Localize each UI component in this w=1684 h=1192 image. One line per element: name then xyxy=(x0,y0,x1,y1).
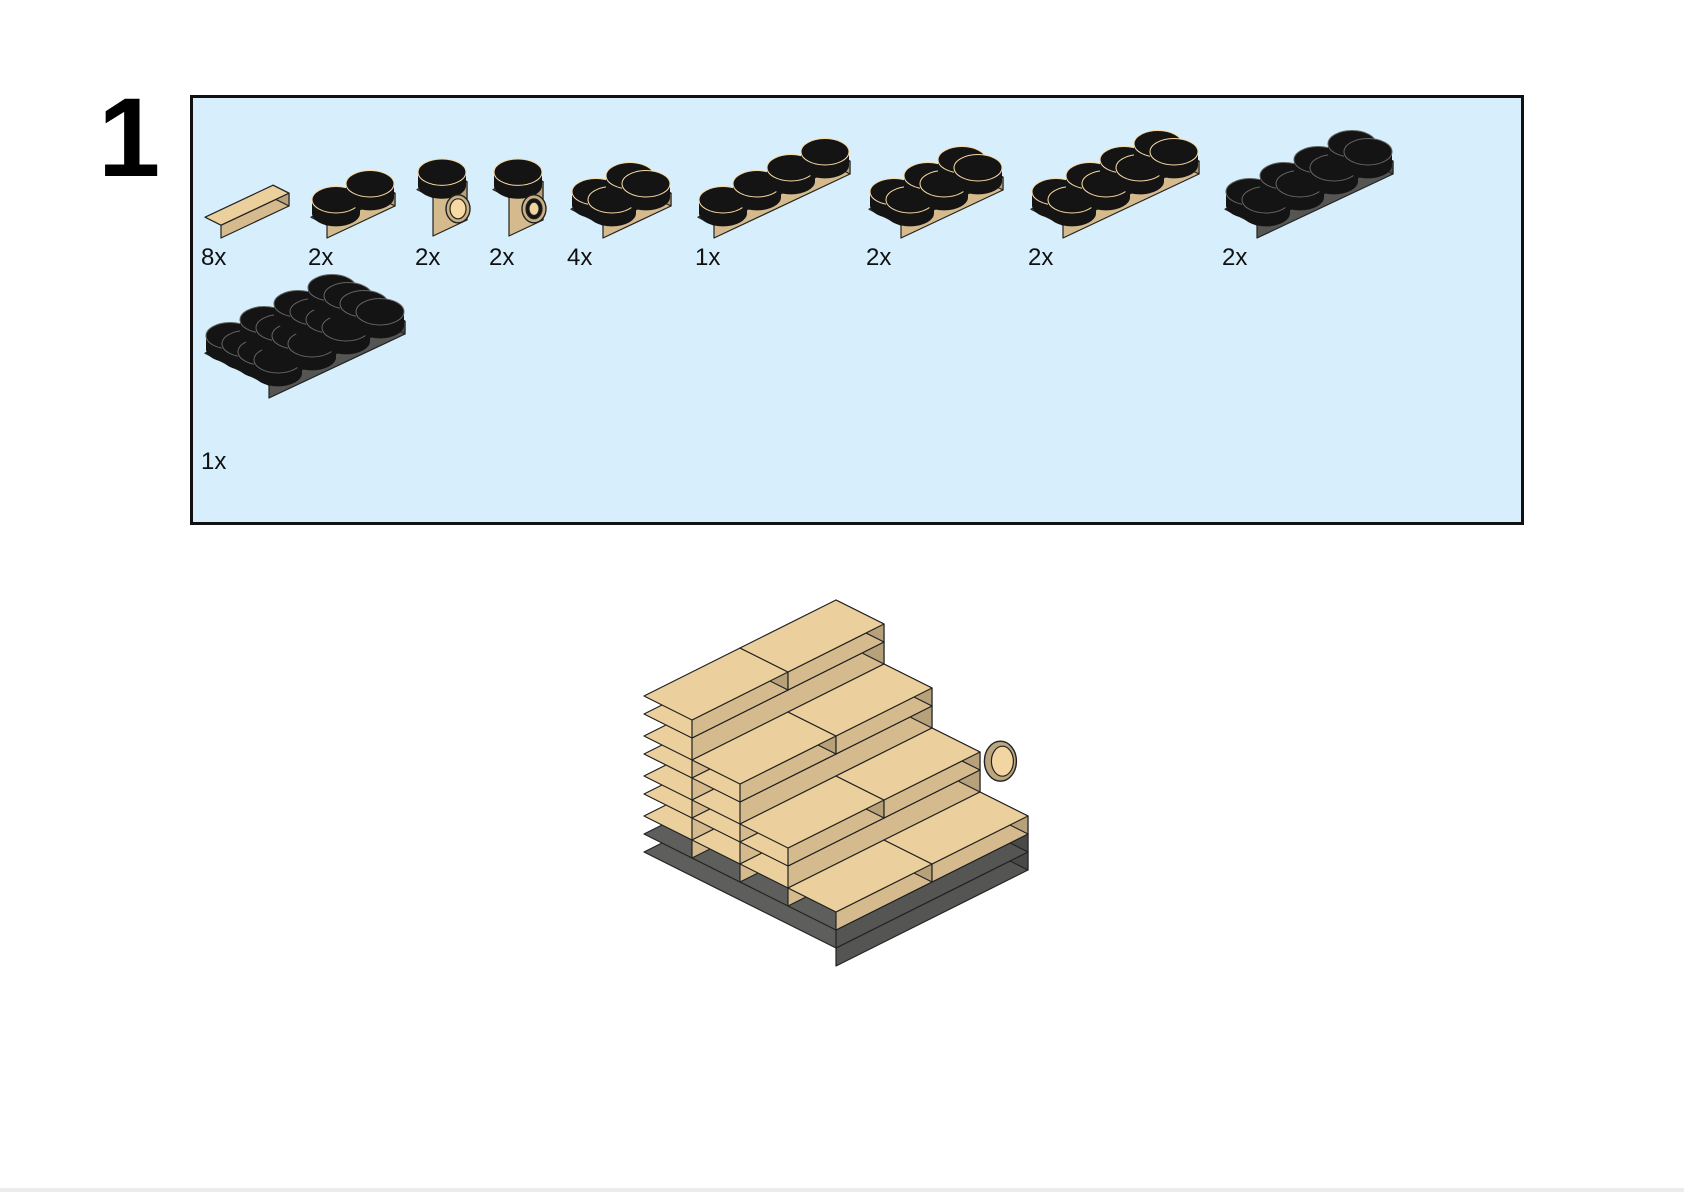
part-quantity-label: 2x xyxy=(489,246,514,270)
part-tan-2x4-plate-icon xyxy=(1031,131,1199,238)
part-tan-1x2-tile-icon xyxy=(205,185,289,238)
part-quantity-label: 2x xyxy=(415,246,440,270)
part-quantity-label: 2x xyxy=(1222,246,1247,270)
part-quantity-label: 2x xyxy=(866,246,891,270)
part-tan-1x2-plate-icon xyxy=(311,171,395,238)
part-quantity-label: 8x xyxy=(201,246,226,270)
part-tan-2x3-plate-icon xyxy=(869,147,1003,238)
step-number: 1 xyxy=(98,82,160,194)
part-dark-gray-4x4-plate-icon xyxy=(205,275,405,398)
assembly-view xyxy=(0,560,1684,1080)
staircase-assembly-icon xyxy=(644,600,1028,966)
part-quantity-label: 2x xyxy=(308,246,333,270)
part-quantity-label: 2x xyxy=(1028,246,1053,270)
part-tan-2x2-plate-icon xyxy=(571,163,671,238)
part-tan-1x4-plate-icon xyxy=(698,139,850,238)
part-quantity-label: 4x xyxy=(567,246,592,270)
part-dark-gray-2x4-plate-icon xyxy=(1225,131,1393,238)
part-tan-technic-brick-pin-hole-icon xyxy=(493,159,546,236)
parts-list-panel: 8x 2x 2x 2x 4x 1x 2x 2x 2x 1x xyxy=(190,95,1524,525)
part-tan-technic-brick-hole-icon xyxy=(417,159,470,236)
part-quantity-label: 1x xyxy=(201,450,226,474)
parts-list-canvas xyxy=(193,98,1521,522)
page-footer-rule xyxy=(0,1188,1684,1192)
part-quantity-label: 1x xyxy=(695,246,720,270)
